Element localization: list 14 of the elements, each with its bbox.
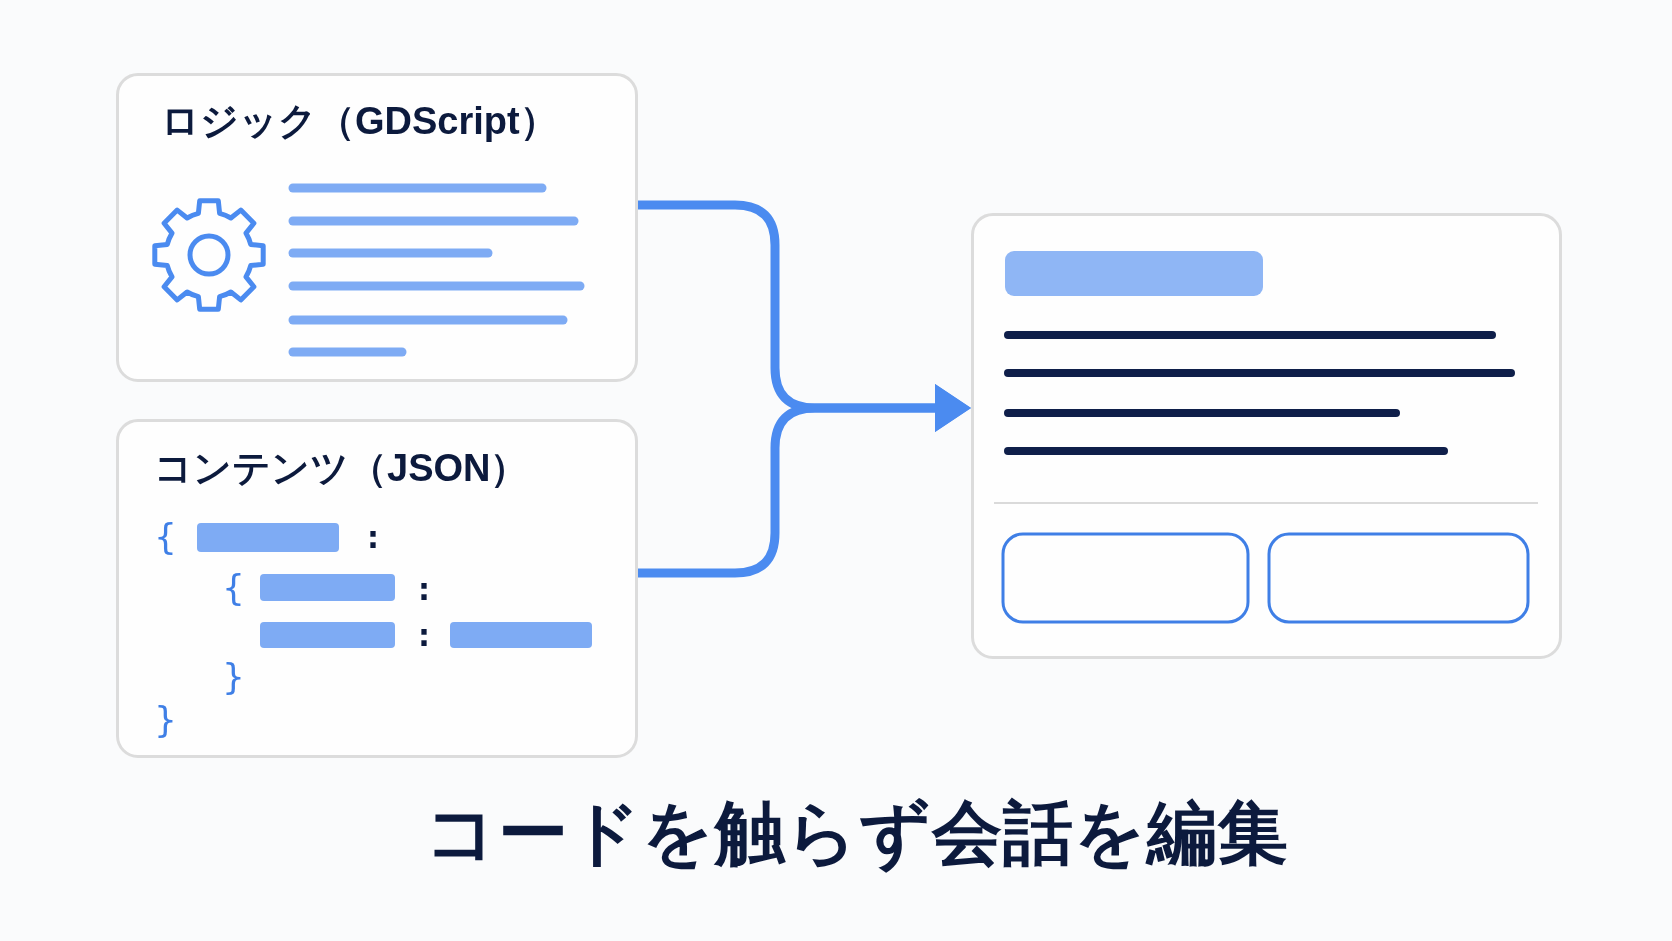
code-colon: :: [418, 618, 430, 654]
panel-title: ロジック（GDScript）: [161, 99, 558, 145]
content-panel: [116, 419, 638, 758]
code-brace: {: [154, 515, 177, 559]
caption-heading: コードを触らず会話を編集: [425, 793, 1289, 875]
code-brace: }: [154, 698, 177, 742]
code-colon: :: [418, 572, 430, 608]
ui-preview-panel: [971, 213, 1562, 659]
connector-arrow: [638, 384, 971, 578]
code-brace: {: [222, 566, 245, 610]
code-colon: :: [367, 520, 379, 556]
code-brace: }: [222, 655, 245, 699]
panel-title: コンテンツ（JSON）: [154, 446, 529, 492]
logic-panel: [116, 73, 638, 382]
